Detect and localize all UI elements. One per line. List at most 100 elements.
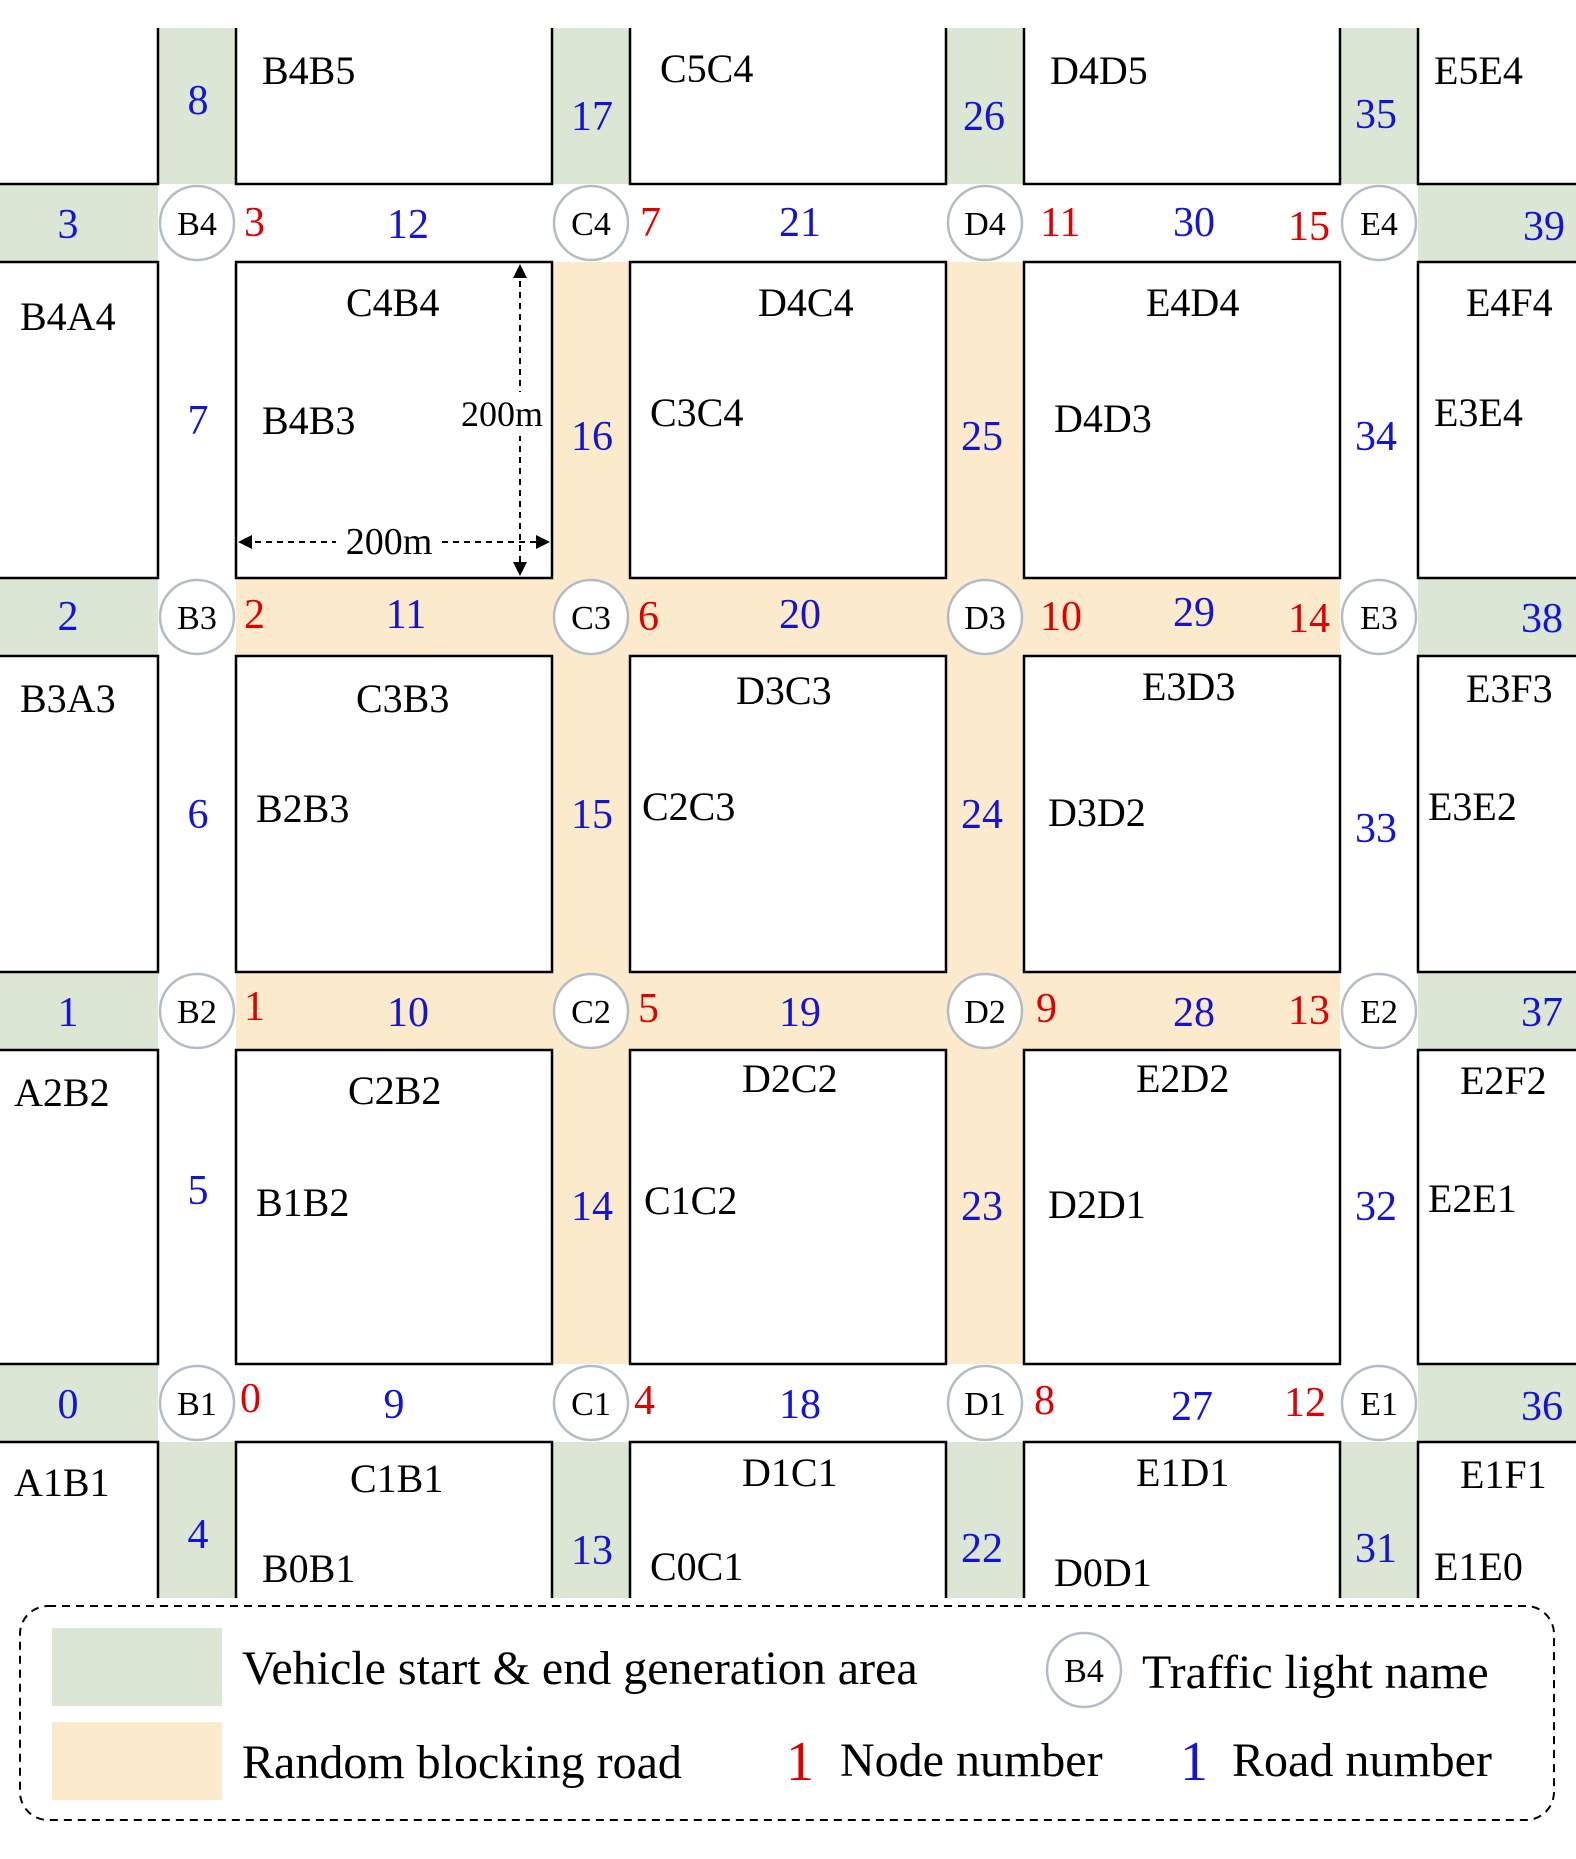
road-number: 33 (1355, 806, 1397, 852)
generation-areas (0, 28, 1576, 1598)
blocking-roads (236, 262, 1340, 1364)
block-left-row2 (0, 1048, 160, 1366)
road-number: 0 (58, 1382, 79, 1428)
edge-label: C3C4 (650, 390, 743, 435)
edge-label: B2B3 (256, 786, 349, 831)
edge-label: E4D4 (1146, 280, 1239, 325)
generation-area-top-b (158, 28, 236, 184)
road-number: 4 (188, 1512, 209, 1558)
generation-area-bottom-d (946, 1442, 1024, 1598)
road-number: 17 (571, 94, 613, 140)
road-number: 26 (963, 94, 1005, 140)
legend-traffic-light-label: Traffic light name (1142, 1646, 1489, 1699)
legend-traffic-light-icon (1045, 1631, 1123, 1709)
node-number: 6 (638, 594, 659, 640)
traffic-light-label: E2 (1360, 994, 1398, 1031)
edge-label: C5C4 (660, 46, 753, 91)
road-number: 20 (779, 592, 821, 638)
edge-labels: B4B5 C5C4 D4D5 E5E4 B4A4 C4B4 B4B3 D4C4 … (14, 46, 1553, 1595)
dimension-arrowheads (238, 264, 550, 576)
generation-area-right-row4 (1418, 184, 1576, 262)
road-number: 14 (571, 1184, 613, 1230)
traffic-light-label: C4 (571, 206, 611, 243)
edge-label: A2B2 (14, 1070, 110, 1115)
traffic-light-e2: E2 (1340, 972, 1418, 1050)
traffic-light-label: C1 (571, 1386, 611, 1423)
road-number: 5 (188, 1168, 209, 1214)
edge-label: E2D2 (1136, 1056, 1229, 1101)
block-c2 (628, 1048, 948, 1366)
legend-road-sample: 1 (1180, 1731, 1208, 1793)
edge-label: B4B3 (262, 398, 355, 443)
road-number: 38 (1521, 596, 1563, 642)
traffic-light-c3: C3 (552, 578, 630, 656)
road-number: 3 (58, 202, 79, 248)
generation-area-left-row2 (0, 972, 158, 1050)
traffic-light-c4: C4 (552, 184, 630, 262)
road-numbers: 3 2 1 0 8 7 6 5 4 12 11 10 9 17 16 15 14… (58, 78, 1566, 1574)
generation-area-bottom-b (158, 1442, 236, 1598)
blocking-road-row-2 (236, 972, 1340, 1050)
legend-road-label: Road number (1232, 1734, 1492, 1787)
city-blocks (0, 28, 1576, 1598)
traffic-light-c1: C1 (552, 1364, 630, 1442)
node-number: 10 (1040, 594, 1082, 640)
edge-label: D3D2 (1048, 790, 1146, 835)
edge-label: D4D5 (1050, 48, 1148, 93)
node-number: 4 (634, 1378, 655, 1424)
block-top-right (1416, 28, 1576, 186)
edge-label: D0D1 (1054, 1550, 1152, 1595)
edge-label: E1D1 (1136, 1450, 1229, 1495)
road-number: 28 (1173, 990, 1215, 1036)
block-top-d (1022, 28, 1342, 186)
node-number: 7 (640, 200, 661, 246)
block-bottom-b (234, 1440, 554, 1598)
node-number: 2 (244, 592, 265, 638)
edge-label: D3C3 (736, 668, 832, 713)
road-number: 22 (961, 1526, 1003, 1572)
edge-label: D2C2 (742, 1056, 838, 1101)
road-number: 25 (961, 414, 1003, 460)
edge-label: C0C1 (650, 1544, 743, 1589)
traffic-light-b3: B3 (158, 578, 236, 656)
traffic-light-b2: B2 (158, 972, 236, 1050)
road-number: 30 (1173, 200, 1215, 246)
edge-label: D4D3 (1054, 396, 1152, 441)
road-number: 34 (1355, 414, 1397, 460)
traffic-light-label: E4 (1360, 206, 1398, 243)
block-top-b (234, 28, 554, 186)
road-number: 6 (188, 792, 209, 838)
node-number: 1 (244, 984, 265, 1030)
node-number: 5 (638, 986, 659, 1032)
edge-label: D4C4 (758, 280, 854, 325)
traffic-light-label: B3 (177, 600, 217, 637)
road-number: 31 (1355, 1526, 1397, 1572)
edge-label: E2E1 (1428, 1176, 1517, 1221)
block-bottom-right (1416, 1440, 1576, 1598)
traffic-lights: B4 C4 D4 E4 B3 C3 D3 E3 B2 C2 D2 E2 B1 C… (158, 184, 1418, 1442)
road-number: 39 (1523, 204, 1565, 250)
node-number: 14 (1288, 596, 1330, 642)
block-bottom-left (0, 1440, 160, 1598)
node-number: 12 (1284, 1380, 1326, 1426)
traffic-light-label: B1 (177, 1386, 217, 1423)
block-b3 (234, 654, 554, 974)
edge-label: C2B2 (348, 1068, 441, 1113)
traffic-light-label: E1 (1360, 1386, 1398, 1423)
edge-label: C2C3 (642, 784, 735, 829)
edge-label: E4F4 (1466, 280, 1553, 325)
block-c3 (628, 654, 948, 974)
edge-label: D1C1 (742, 1450, 838, 1495)
road-number: 18 (779, 1382, 821, 1428)
traffic-light-label: D1 (964, 1386, 1006, 1423)
road-number: 16 (571, 414, 613, 460)
block-top-left (0, 28, 160, 186)
node-number: 13 (1288, 988, 1330, 1034)
road-number: 13 (571, 1528, 613, 1574)
legend-traffic-light-sample: B4 (1064, 1653, 1104, 1690)
generation-area-bottom-c (552, 1442, 630, 1598)
generation-area-left-row3 (0, 578, 158, 656)
edge-label: B0B1 (262, 1546, 355, 1591)
generation-area-bottom-e (1340, 1442, 1418, 1598)
